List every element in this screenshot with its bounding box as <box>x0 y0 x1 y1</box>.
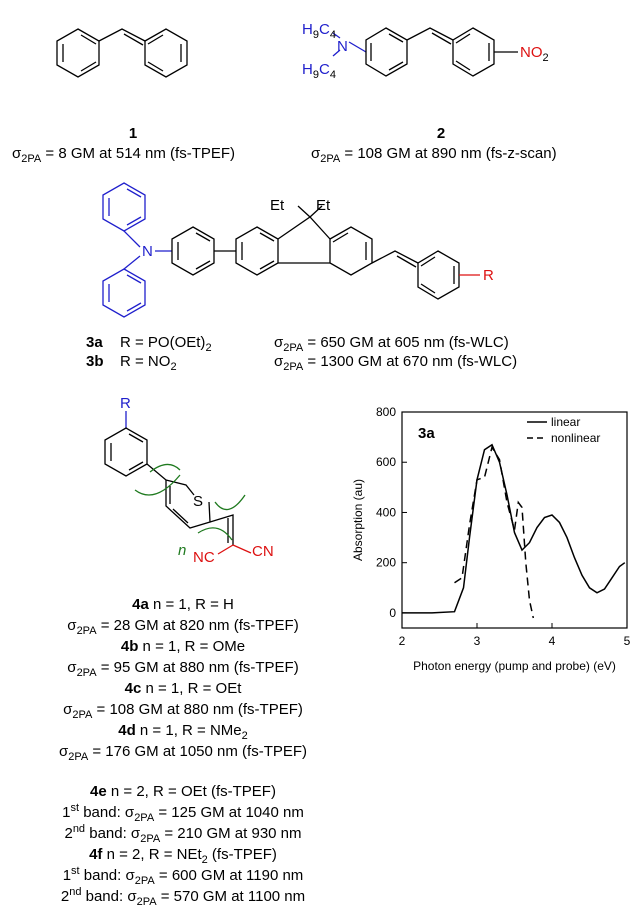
compound-4e-band-1: 1st band: σ2PA = 125 GM at 1040 nm <box>62 802 304 824</box>
x-tick-label: 4 <box>549 634 556 648</box>
compound-4-structure <box>104 411 252 555</box>
compound-4e-band-2: 2nd band: σ2PA = 210 GM at 930 nm <box>64 823 301 845</box>
compound-4c-line: 4c n = 1, R = OEt <box>125 680 243 697</box>
compound-3b-sigma: σ2PA = 1300 GM at 670 nm (fs-WLC) <box>274 353 517 373</box>
y-axis-label: Absorption (au) <box>351 479 365 561</box>
compound-2-h9c4-bottom: H9C4 <box>302 61 336 81</box>
x-tick-label: 2 <box>399 634 406 648</box>
compound-2-label: 2 <box>437 125 445 142</box>
compound-3-structure <box>102 182 480 318</box>
y-tick-label: 400 <box>376 505 396 519</box>
y-tick-label: 600 <box>376 455 396 469</box>
compound-1-label: 1 <box>129 125 137 142</box>
compound-4-sulfur: S <box>193 493 203 510</box>
stilbene-structure <box>56 28 188 78</box>
compound-4-nitrile-right: CN <box>252 543 274 560</box>
compound-2-sigma: σ2PA = 108 GM at 890 nm (fs-z-scan) <box>311 145 557 165</box>
compound-3a-r: R = PO(OEt)2 <box>120 334 212 354</box>
compound-4d-line: 4d n = 1, R = NMe2 <box>118 722 248 742</box>
compound-2-nitrogen: N <box>337 38 348 55</box>
compound-3b-r: R = NO2 <box>120 353 177 373</box>
y-tick-label: 0 <box>389 606 396 620</box>
compound-3-nitrogen: N <box>142 243 153 260</box>
compound-4e-line: 4e n = 2, R = OEt (fs-TPEF) <box>90 783 276 800</box>
compound-4d-sigma: σ2PA = 176 GM at 1050 nm (fs-TPEF) <box>59 743 307 763</box>
plot-frame <box>401 411 628 629</box>
compound-4b-sigma: σ2PA = 95 GM at 880 nm (fs-TPEF) <box>67 659 298 679</box>
series-linear-line <box>402 443 626 614</box>
series-nonlinear-line <box>454 445 535 619</box>
compound-3-r-group: R <box>483 267 494 284</box>
compound-4f-band-2: 2nd band: σ2PA = 570 GM at 1100 nm <box>61 886 305 908</box>
compound-4f-line: 4f n = 2, R = NEt2 (fs-TPEF) <box>89 846 277 866</box>
compound-4a-sigma: σ2PA = 28 GM at 820 nm (fs-TPEF) <box>67 617 298 637</box>
compound-4-table: 4a n = 1, R = H σ2PA = 28 GM at 820 nm (… <box>59 596 307 908</box>
compound-4-r-group: R <box>120 395 131 412</box>
x-tick-label: 5 <box>624 634 631 648</box>
compound-4-nitrile-left: NC <box>193 549 215 566</box>
compound-3a-label: 3a <box>86 334 103 351</box>
compound-4f-band-1: 1st band: σ2PA = 600 GM at 1190 nm <box>63 865 304 887</box>
compound-2-h9c4-top: H9C4 <box>302 21 336 41</box>
compound-2-structure <box>332 27 518 77</box>
legend-nonlinear-label: nonlinear <box>551 431 600 445</box>
compound-4a-line: 4a n = 1, R = H <box>132 596 234 613</box>
x-tick-label: 3 <box>474 634 481 648</box>
compound-4b-line: 4b n = 1, R = OMe <box>121 638 245 655</box>
compound-3b-label: 3b <box>86 353 104 370</box>
compound-4-n-label: n <box>178 542 186 559</box>
y-tick-label: 800 <box>376 405 396 419</box>
chart-title: 3a <box>418 425 435 442</box>
compound-4c-sigma: σ2PA = 108 GM at 880 nm (fs-TPEF) <box>63 701 303 721</box>
compound-1-sigma: σ2PA = 8 GM at 514 nm (fs-TPEF) <box>12 145 235 165</box>
compound-3-ethyl-right: Et <box>316 197 331 214</box>
compound-2-nitro: NO2 <box>520 44 549 64</box>
legend-linear-label: linear <box>551 415 580 429</box>
y-tick-label: 200 <box>376 556 396 570</box>
compound-3a-sigma: σ2PA = 650 GM at 605 nm (fs-WLC) <box>274 334 509 354</box>
compound-3-ethyl-left: Et <box>270 197 285 214</box>
x-axis-label: Photon energy (pump and probe) (eV) <box>413 659 616 673</box>
